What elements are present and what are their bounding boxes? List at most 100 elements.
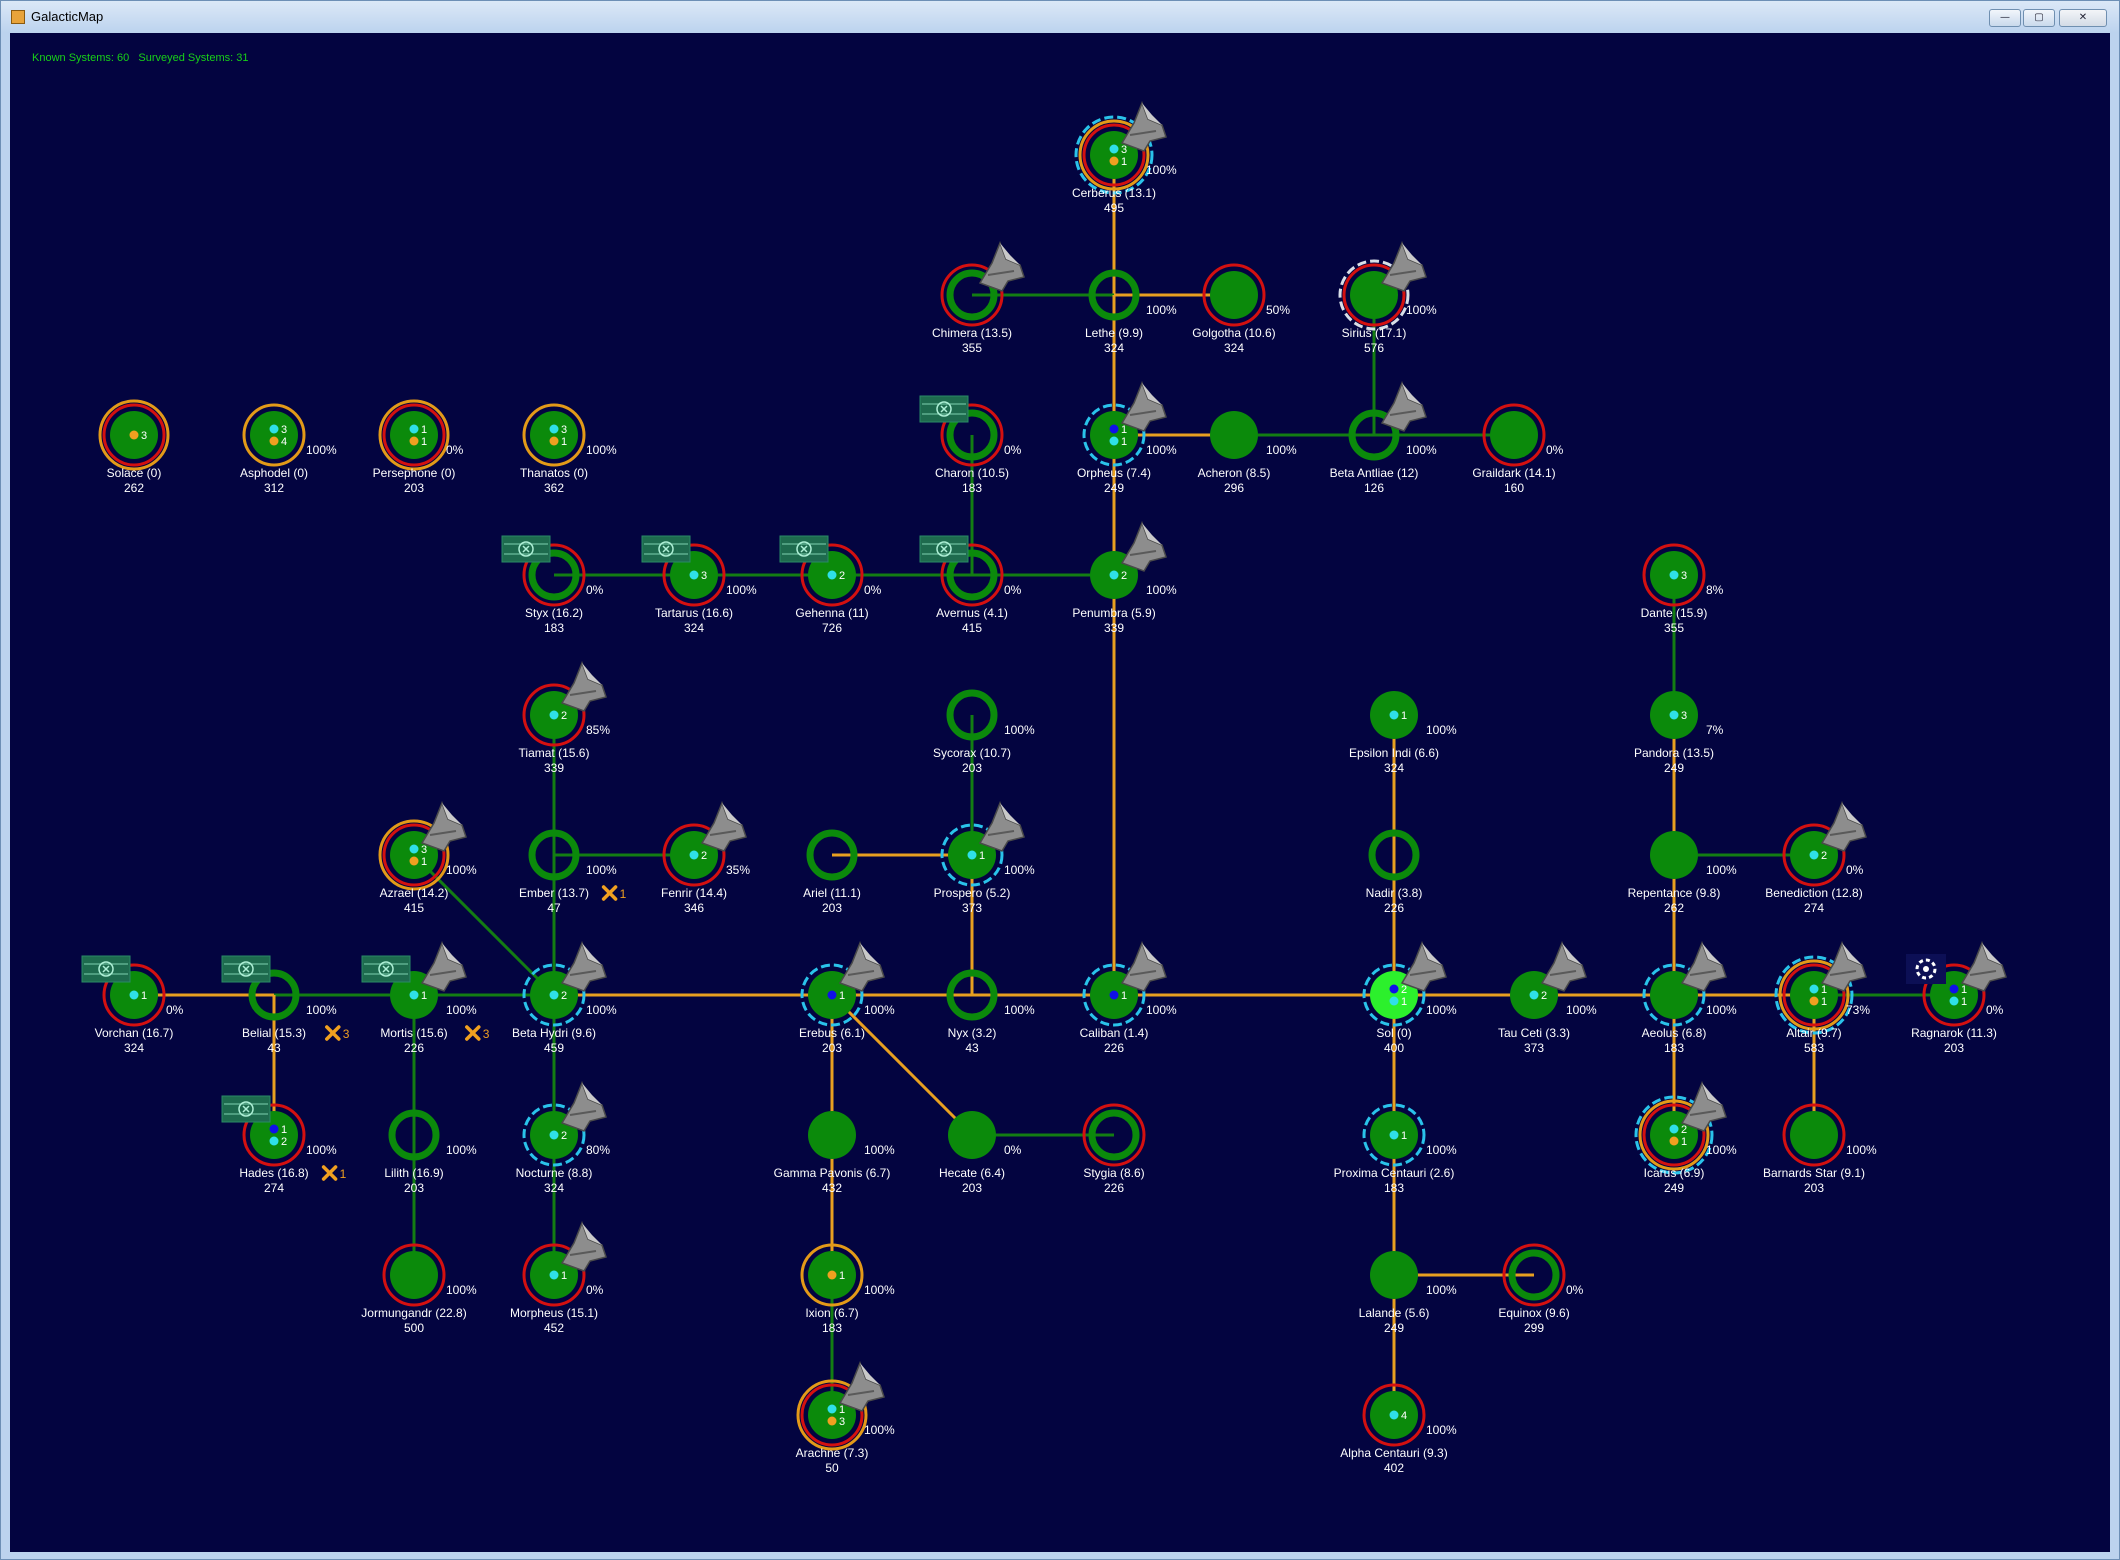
system-erebus-fleet-ship-icon[interactable] [838,940,885,992]
minimize-button[interactable]: — [1989,9,2021,27]
system-thanatos-colony-count: 3 [561,424,567,436]
system-ragnarok-fleet-ship-icon[interactable] [1960,940,2007,992]
system-avernus-survey-percent: 0% [1004,583,1022,597]
system-nadir[interactable]: Nadir (3.8)226 [1366,829,1423,915]
system-sirius-fleet-ship-icon[interactable] [1380,240,1427,292]
system-chimera-body [946,269,998,321]
system-prospero-fleet-ship-icon[interactable] [978,800,1025,852]
system-styx-ring-red [522,543,586,607]
system-benediction-fleet-ship-icon[interactable] [1820,800,1867,852]
system-orpheus-fleet-ship-icon[interactable] [1120,380,1167,432]
system-caliban-fleet-ship-icon[interactable] [1120,940,1167,992]
close-button[interactable]: ✕ [2059,9,2107,27]
system-equinox-survey-percent: 0% [1566,1283,1584,1297]
system-chimera[interactable]: Chimera (13.5)355 [932,240,1025,355]
system-beta-hydri-fleet-ship-icon[interactable] [560,940,607,992]
system-nocturne-fleet-ship-icon[interactable] [560,1080,607,1132]
galactic-map-canvas[interactable]: Known Systems: 60 Surveyed Systems: 31 3… [10,33,2110,1552]
system-fenrir-fleet-ship-icon[interactable] [700,800,747,852]
system-tiamat-ring-red [522,683,586,747]
system-altair-colony-count: 1 [1821,996,1827,1008]
system-aeolus-fleet-ship-icon[interactable] [1680,940,1727,992]
system-beta-antliae-fleet-ship-icon[interactable] [1380,380,1427,432]
system-cerberus-fleet-ship-icon[interactable] [1120,100,1167,152]
system-ariel[interactable]: Ariel (11.1)203 [803,829,861,915]
system-stygia[interactable]: Stygia (8.6)226 [1082,1103,1146,1195]
system-arachne-fleet-ship-icon[interactable] [838,1360,885,1412]
system-sol-fleet-ship-icon[interactable] [1400,940,1447,992]
system-icarus-fleet-ship-icon[interactable] [1680,1080,1727,1132]
system-morpheus-fleet-ship-icon[interactable] [560,1220,607,1272]
system-gamma-pavonis-name: Gamma Pavonis (6.7) [774,1166,891,1180]
system-azrael-fleet-ship-icon[interactable] [420,800,467,852]
maximize-button[interactable]: ▢ [2023,9,2055,27]
system-penumbra-fleet-ship-icon[interactable] [1120,520,1167,572]
system-altair-fleet-ship-icon[interactable] [1820,940,1867,992]
system-tiamat-fleet-ship-icon[interactable] [560,660,607,712]
system-chimera-fleet-ship-icon[interactable] [978,240,1025,292]
system-tau-ceti-fleet-ship-icon[interactable] [1540,940,1587,992]
system-belial-survey-percent: 100% [306,1003,337,1017]
system-mortis-fleet-ship-icon[interactable] [420,940,467,992]
system-vorchan-ring-red [102,963,166,1027]
title-bar[interactable]: GalacticMap — ▢ ✕ [1,1,2119,33]
